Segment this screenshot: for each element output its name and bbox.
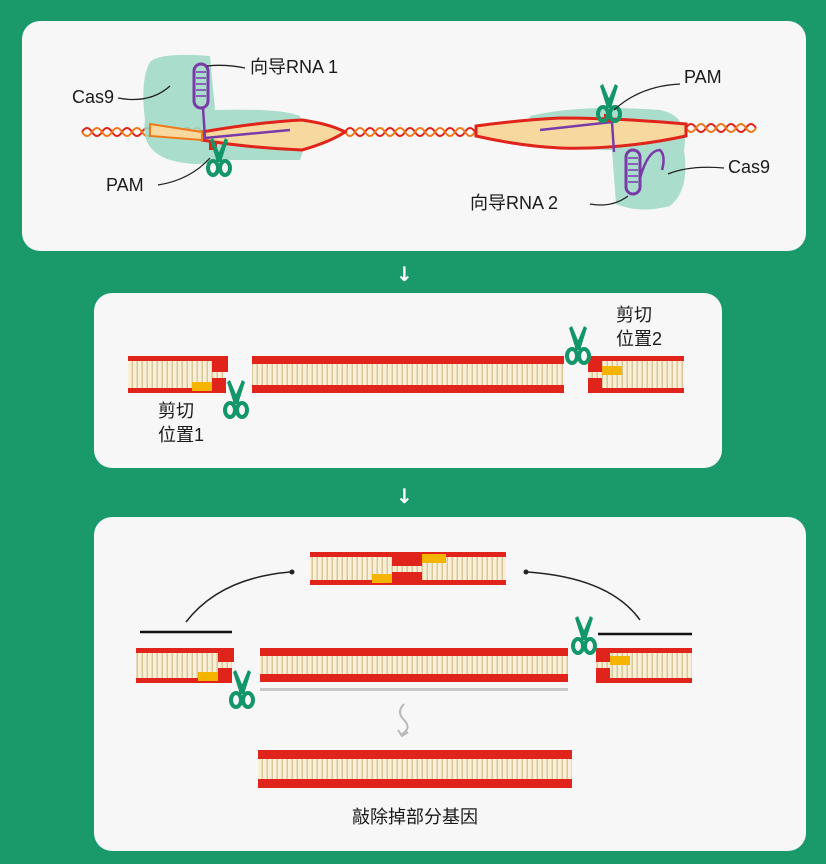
scissors-icon — [565, 324, 591, 365]
label-guide-rna-2: 向导RNA 2 — [470, 193, 559, 213]
step3-dna-result — [258, 750, 572, 788]
label-guide-rna-1: 向导RNA 1 — [250, 57, 339, 77]
label-cut-site-2-line1: 剪切 — [616, 305, 652, 325]
arrow-down-icon: ↓ — [396, 262, 413, 286]
step3-dna-top — [136, 648, 692, 691]
scissors-icon — [571, 614, 597, 655]
label-pam-right: PAM — [684, 67, 722, 87]
scissors-icon — [223, 378, 249, 419]
step1-leader-lines — [117, 64, 725, 206]
step2-dna — [128, 356, 684, 393]
arrow-down-icon: ↓ — [396, 484, 413, 508]
step3-excised-fragment — [310, 552, 506, 585]
knockout-caption: 敲除掉部分基因 — [352, 807, 478, 827]
cas9-complex-left — [143, 54, 348, 177]
label-cas9-left: Cas9 — [72, 87, 115, 107]
label-pam-left: PAM — [106, 175, 144, 195]
label-cut-site-2-line2: 位置2 — [616, 329, 663, 349]
label-cut-site-1-line2: 位置1 — [158, 425, 205, 445]
step3-removal-arrows — [185, 571, 641, 623]
scissors-icon — [229, 668, 255, 709]
cas9-complex-right — [474, 82, 688, 210]
rejoin-arrow-icon — [397, 703, 409, 738]
label-cut-site-1-line1: 剪切 — [158, 401, 194, 421]
label-cas9-right: Cas9 — [728, 157, 771, 177]
